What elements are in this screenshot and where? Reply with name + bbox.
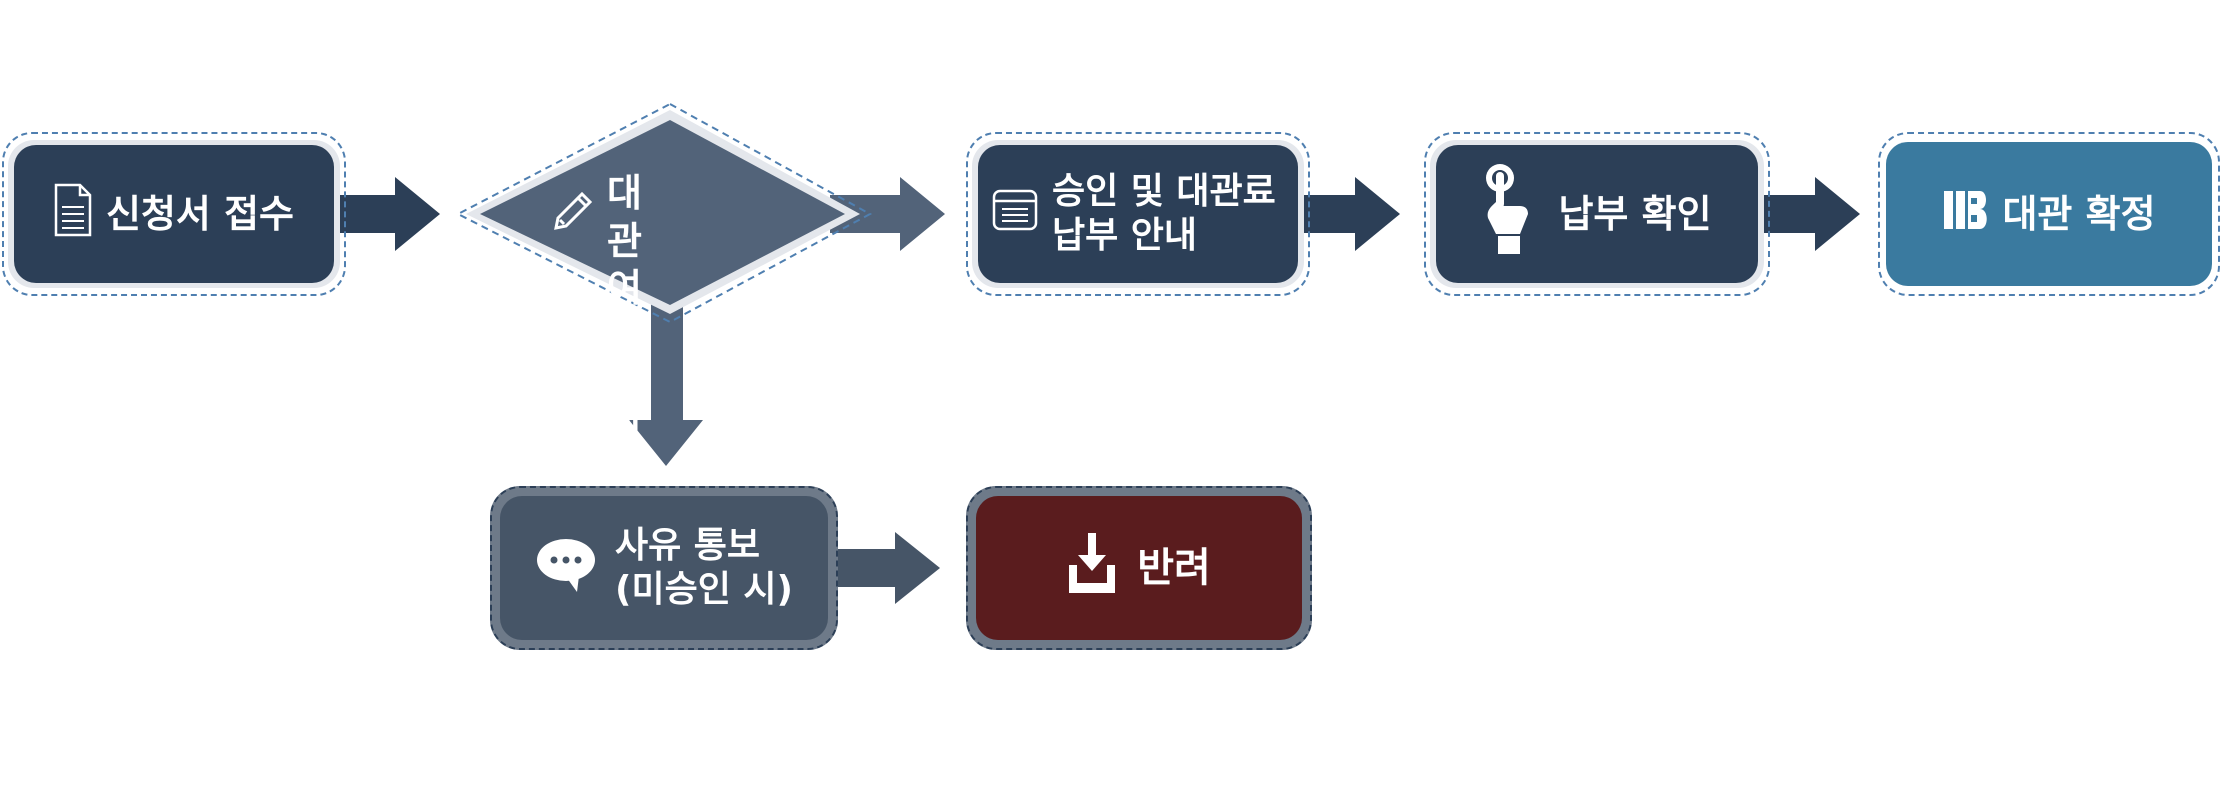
node-notify-label: 사유 통보 (미승인 시): [615, 525, 793, 610]
arrow-notify-to-reject: [830, 532, 940, 604]
download-tray-icon: [1067, 531, 1117, 605]
node-payment-label: 납부 확인: [1558, 191, 1712, 236]
node-receive-label: 신청서 접수: [105, 191, 295, 236]
node-review-label: 대관 여부 심의: [607, 171, 642, 453]
document-icon: [54, 183, 92, 246]
arrow-receive-to-review: [335, 177, 440, 251]
node-approve-label: 승인 및 대관료 납부 안내: [1052, 171, 1276, 256]
speech-bubble-icon: [535, 536, 597, 601]
arrow-payment-to-confirm: [1760, 177, 1860, 251]
ib-logo-icon: [1942, 189, 1990, 240]
arrow-approve-to-payment: [1300, 177, 1400, 251]
hand-pointer-icon: [1482, 162, 1532, 267]
arrow-review-to-notify: [629, 300, 703, 466]
window-icon: [992, 187, 1038, 242]
arrow-review-to-approve: [830, 177, 945, 251]
pencil-icon: [552, 186, 596, 234]
node-reject-label: 반려: [1137, 544, 1211, 591]
review-diamond: [455, 102, 873, 324]
node-confirm-label: 대관 확정: [2002, 191, 2156, 236]
